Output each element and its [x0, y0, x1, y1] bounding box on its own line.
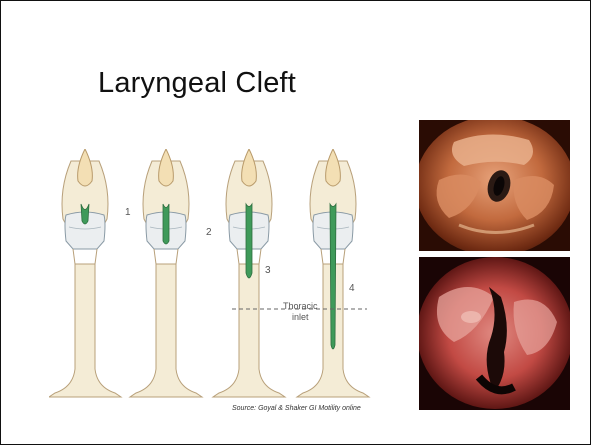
laryngeal-cleft-diagram: 1 2 3 4 [49, 149, 384, 399]
stage-1-airway [49, 149, 121, 397]
stage-label-1: 1 [125, 207, 131, 218]
cleft-stages-illustration [49, 149, 384, 399]
thoracic-inlet-label-line2: inlet [283, 312, 318, 323]
thoracic-inlet-label-line1: Thoracic [283, 301, 318, 312]
thoracic-inlet-label: Thoracic inlet [283, 301, 318, 323]
endoscopy-photo-top [419, 120, 570, 251]
endoscopy-photo-icon [419, 120, 570, 251]
stage-2-airway [130, 149, 202, 397]
endoscopy-photo-icon [419, 257, 570, 410]
stage-4-airway [297, 149, 369, 397]
stage-3-airway [213, 149, 285, 397]
slide-title: Laryngeal Cleft [98, 67, 296, 100]
stage-label-4: 4 [349, 283, 355, 294]
source-caption: Source: Goyal & Shaker GI Motility onlin… [232, 405, 361, 412]
stage-label-2: 2 [206, 227, 212, 238]
endoscopy-photo-bottom [419, 257, 570, 410]
stage-label-3: 3 [265, 265, 271, 276]
